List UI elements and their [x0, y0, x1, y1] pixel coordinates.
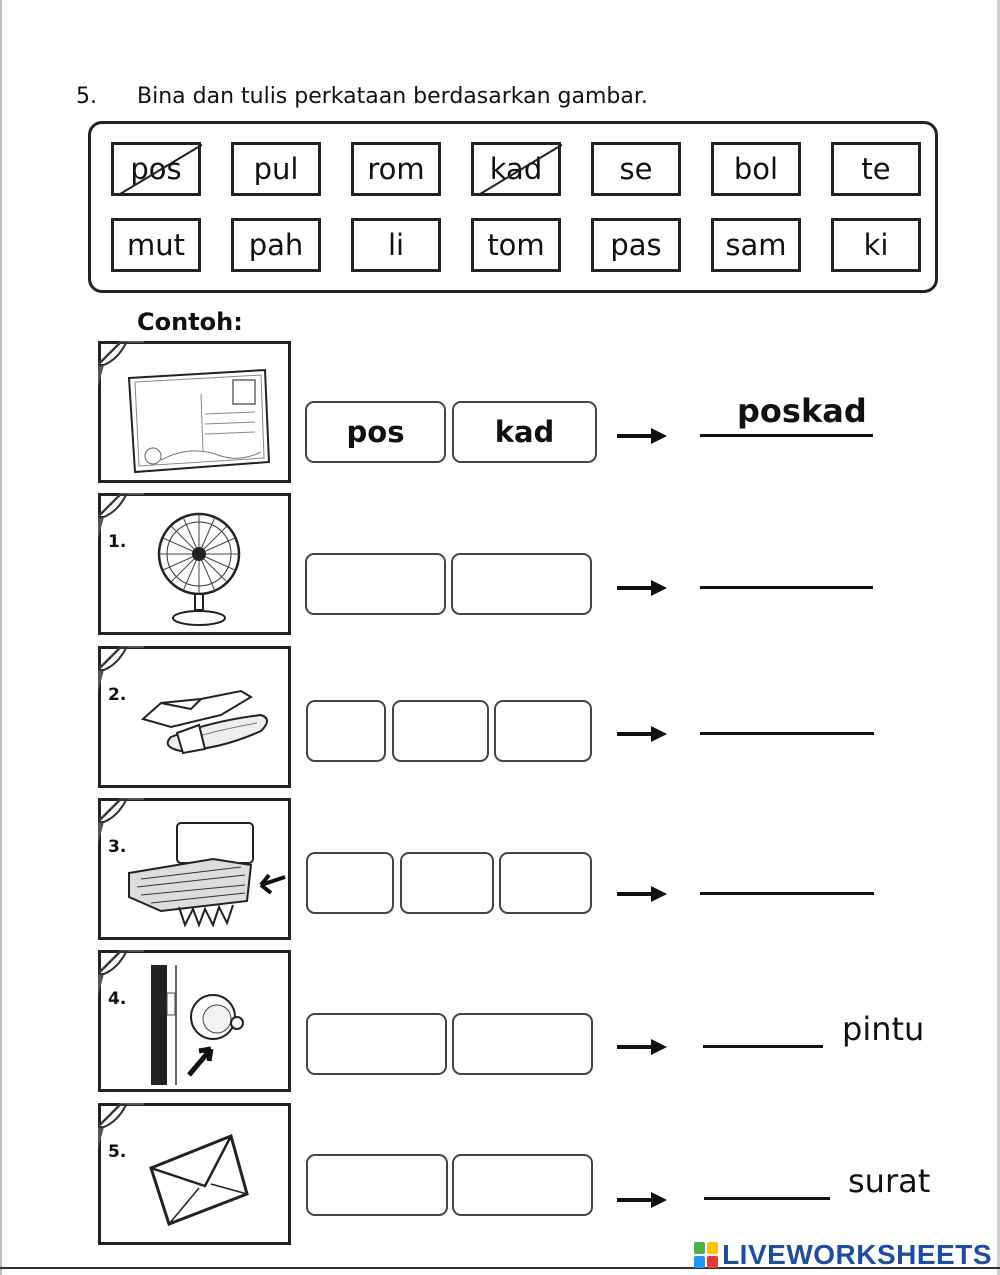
word-tile[interactable]: kad	[471, 142, 561, 196]
picture-frame-4: 4.	[98, 950, 291, 1092]
word-tile[interactable]: rom	[351, 142, 441, 196]
door-knob-icon	[151, 965, 244, 1085]
word-tile[interactable]: pah	[231, 218, 321, 272]
bed-sheet-icon	[128, 822, 286, 928]
tile-text: te	[861, 152, 891, 186]
tile-text: rom	[367, 152, 425, 186]
picture-frame-2: 2.	[98, 646, 291, 788]
tile-text: tom	[487, 228, 545, 262]
word-bank: pos pul rom kad se bol te mut pah li tom…	[88, 121, 938, 293]
picture-frame-5: 5.	[98, 1103, 291, 1245]
arrow-right-icon	[617, 428, 667, 444]
syllable-box[interactable]: kad	[452, 401, 597, 463]
logo-square	[707, 1242, 719, 1254]
tile-text: bol	[733, 152, 779, 186]
syllable-text: pos	[346, 415, 405, 449]
syllable-box[interactable]	[494, 700, 592, 762]
tile-text: pas	[610, 228, 662, 262]
syllable-box[interactable]	[451, 553, 592, 615]
logo-square	[707, 1256, 719, 1268]
answer-text: poskad	[737, 392, 867, 430]
liveworksheets-logo-icon	[694, 1242, 719, 1268]
syllable-box[interactable]	[306, 852, 394, 914]
envelope-icon	[149, 1133, 249, 1226]
page-curl-icon	[98, 950, 144, 996]
postcard-icon	[127, 368, 271, 474]
word-tile[interactable]: se	[591, 142, 681, 196]
word-tile[interactable]: tom	[471, 218, 561, 272]
answer-suffix: surat	[848, 1162, 931, 1200]
question-number: 5.	[76, 84, 97, 109]
arrow-right-icon	[617, 580, 667, 596]
syllable-text: kad	[494, 415, 555, 449]
answer-line[interactable]	[700, 586, 873, 589]
syllable-box[interactable]	[452, 1154, 593, 1216]
page-curl-icon	[98, 341, 144, 387]
brand[interactable]: LIVEWORKSHEETS	[694, 1238, 992, 1272]
slippers-icon	[140, 689, 268, 755]
answer-line[interactable]	[700, 732, 874, 735]
fan-icon	[157, 512, 241, 626]
item-number: 5.	[108, 1142, 127, 1162]
page-curl-icon	[98, 1103, 144, 1149]
word-tile[interactable]: mut	[111, 218, 201, 272]
syllable-box[interactable]	[400, 852, 494, 914]
answer-line[interactable]	[700, 892, 874, 895]
syllable-box[interactable]	[306, 1013, 447, 1075]
tile-text: pos	[130, 152, 182, 186]
tile-text: pul	[253, 152, 299, 186]
syllable-box[interactable]	[452, 1013, 593, 1075]
word-tile[interactable]: bol	[711, 142, 801, 196]
tile-text: kad	[489, 152, 543, 186]
tile-text: ki	[863, 228, 889, 262]
answer-line[interactable]	[703, 1045, 823, 1048]
answer-line[interactable]	[700, 434, 873, 437]
syllable-box[interactable]: pos	[305, 401, 446, 463]
word-tile[interactable]: sam	[711, 218, 801, 272]
arrow-right-icon	[617, 886, 667, 902]
picture-frame-1: 1.	[98, 493, 291, 635]
footer-rule	[0, 1267, 1000, 1269]
page-curl-icon	[98, 493, 144, 539]
item-number: 3.	[108, 837, 127, 857]
word-tile[interactable]: pul	[231, 142, 321, 196]
item-number: 4.	[108, 989, 127, 1009]
word-tile[interactable]: ki	[831, 218, 921, 272]
picture-frame-3: 3.	[98, 798, 291, 940]
syllable-box[interactable]	[392, 700, 489, 762]
syllable-box[interactable]	[306, 700, 386, 762]
word-tile[interactable]: li	[351, 218, 441, 272]
answer-suffix: pintu	[842, 1010, 925, 1048]
page-left-border	[0, 0, 2, 1275]
word-tile[interactable]: pos	[111, 142, 201, 196]
logo-square	[694, 1256, 706, 1268]
item-number: 2.	[108, 685, 127, 705]
brand-name: LIVEWORKSHEETS	[722, 1239, 992, 1270]
answer-line[interactable]	[704, 1197, 830, 1200]
item-number: 1.	[108, 532, 127, 552]
picture-frame-example	[98, 341, 291, 483]
tile-text: mut	[127, 228, 185, 262]
tile-text: li	[387, 228, 405, 262]
logo-square	[694, 1242, 706, 1254]
syllable-box[interactable]	[306, 1154, 448, 1216]
tile-text: sam	[725, 228, 787, 262]
word-tile[interactable]: te	[831, 142, 921, 196]
tile-text: se	[619, 152, 653, 186]
word-tile[interactable]: pas	[591, 218, 681, 272]
page-curl-icon	[98, 798, 144, 844]
tile-text: pah	[248, 228, 304, 262]
page-curl-icon	[98, 646, 144, 692]
syllable-box[interactable]	[499, 852, 592, 914]
page-right-border	[997, 0, 1000, 1275]
arrow-right-icon	[617, 1192, 667, 1208]
syllable-box[interactable]	[305, 553, 446, 615]
question-instruction: Bina dan tulis perkataan berdasarkan gam…	[137, 84, 648, 109]
arrow-right-icon	[617, 726, 667, 742]
arrow-right-icon	[617, 1039, 667, 1055]
example-label: Contoh:	[137, 308, 243, 336]
